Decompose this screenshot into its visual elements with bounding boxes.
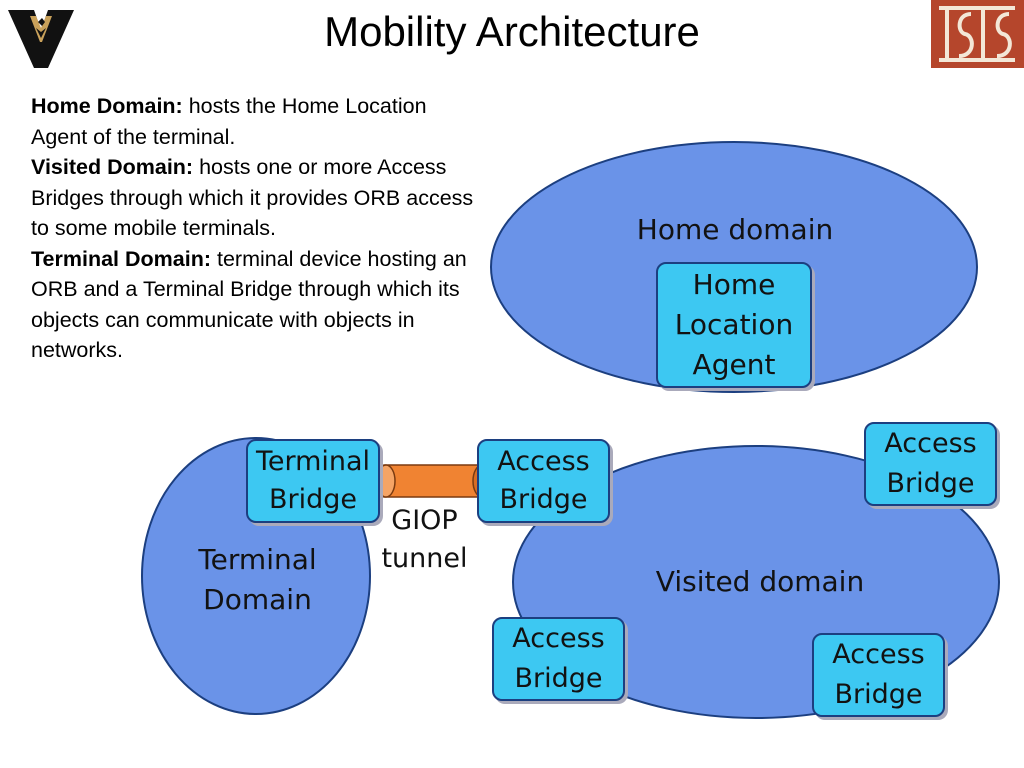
visited-domain-label: Visited domain — [655, 565, 865, 598]
slide-title: Mobility Architecture — [324, 8, 700, 55]
giop-tunnel-label: GIOP tunnel — [381, 505, 468, 574]
giop-tunnel-shape — [376, 464, 492, 498]
access-bridge-box: Access Bridge — [492, 617, 625, 701]
terminal-bridge-box: Terminal Bridge — [246, 439, 380, 523]
access-bridge-box: Access Bridge — [477, 439, 610, 523]
vanderbilt-v-logo — [8, 10, 74, 68]
home-domain-label: Home domain — [636, 213, 834, 246]
access-bridge-box: Access Bridge — [864, 422, 997, 506]
home-domain-desc: Home Domain: hosts the Home Location Age… — [31, 94, 427, 149]
visited-domain-desc: Visited Domain: hosts one or more Access… — [31, 155, 474, 240]
isis-logo — [931, 0, 1024, 68]
access-bridge-box: Access Bridge — [812, 633, 945, 717]
terminal-domain-desc: Terminal Domain: terminal device hosting… — [31, 246, 467, 363]
home-location-agent-box: Home Location Agent — [656, 262, 812, 388]
terminal-domain-label: Terminal Domain — [198, 543, 317, 616]
description-text: Home Domain: hosts the Home Location Age… — [31, 91, 481, 366]
